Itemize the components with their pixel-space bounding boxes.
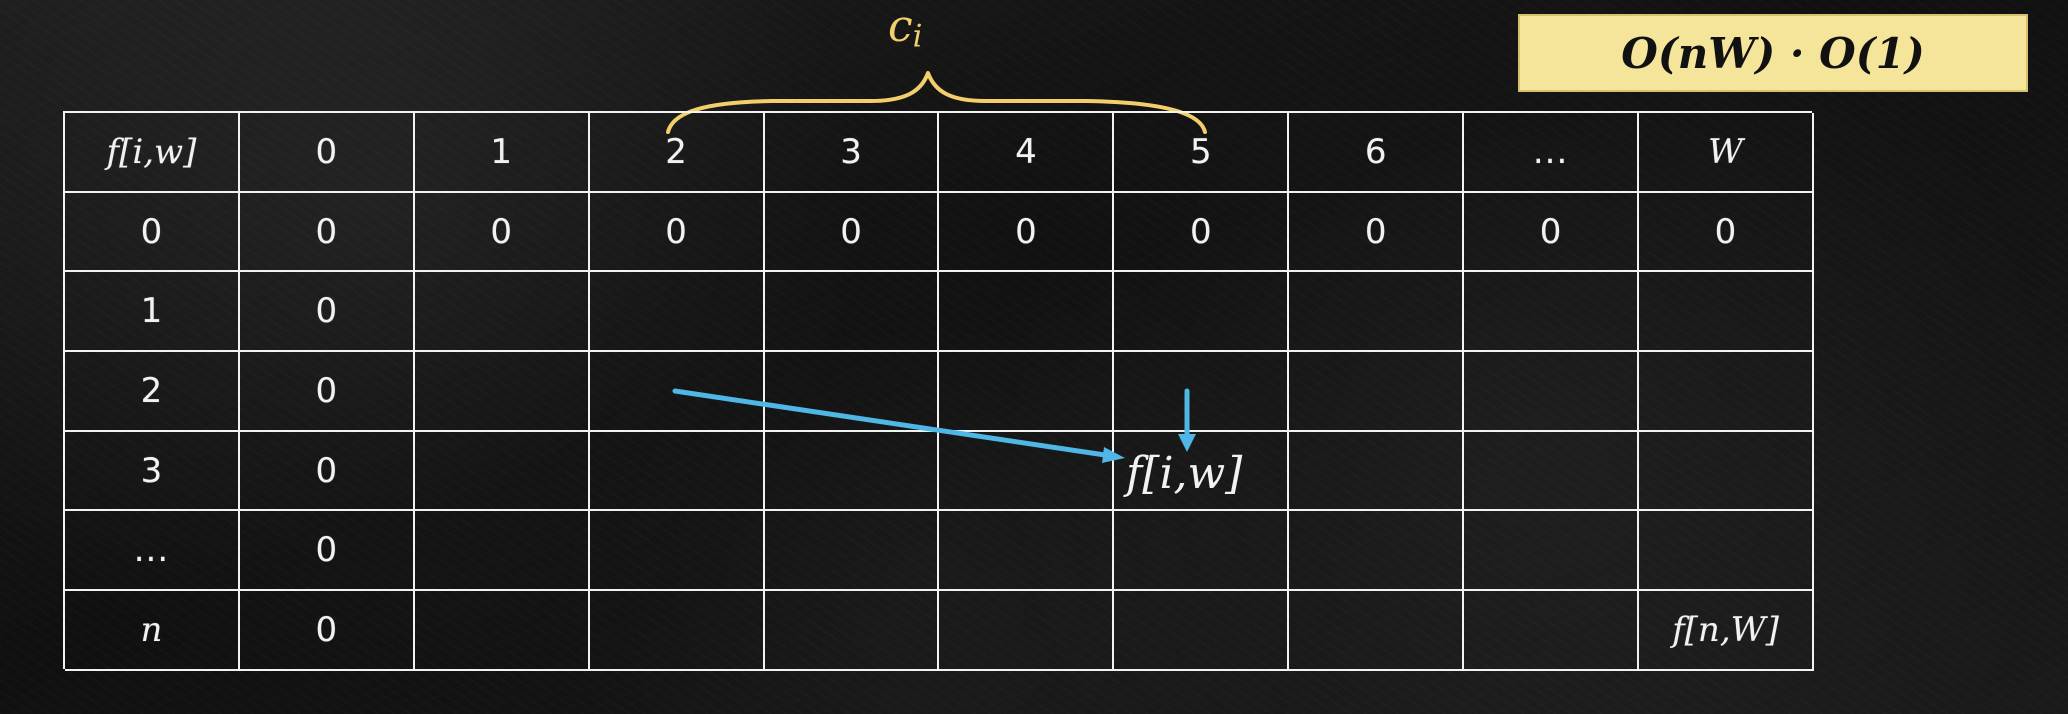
table-cell: 0: [239, 591, 415, 671]
table-header-5: 5: [1114, 113, 1290, 193]
brace-label-sub: i: [912, 18, 923, 55]
table-row-label: 2: [65, 352, 240, 432]
table-cell: 0: [939, 192, 1115, 273]
table-cell: [1464, 591, 1640, 671]
table-cell: 0: [1639, 192, 1814, 273]
table-header-ellipsis: ...: [1464, 113, 1640, 193]
table-header-2: 2: [589, 113, 765, 193]
table-cell: [1464, 431, 1640, 512]
table-cell: [1639, 431, 1814, 512]
table-cell: [1464, 352, 1640, 432]
table-row-label: n: [65, 591, 240, 671]
table-cell: [939, 511, 1115, 592]
table-cell: [764, 352, 940, 432]
highlighted-cell-label: f[i,w]: [1126, 448, 1243, 499]
table-row-label: ...: [65, 511, 240, 592]
table-cell: [414, 431, 590, 512]
table-cell: [1464, 511, 1640, 592]
table-cell-final: f[n,W]: [1639, 591, 1814, 671]
table-cell: 0: [589, 192, 765, 273]
brace-label: ci: [888, 1, 923, 55]
table-cell: [589, 591, 765, 671]
table-cell: 0: [1114, 192, 1290, 273]
table-cell: [1289, 511, 1465, 592]
table-cell: 0: [239, 352, 415, 432]
table-header-w: W: [1639, 113, 1814, 193]
table-cell: 0: [239, 511, 415, 592]
table-cell: [589, 352, 765, 432]
table-cell: [1114, 591, 1290, 671]
table-cell: [414, 272, 590, 353]
table-cell: [589, 511, 765, 592]
table-cell: 0: [239, 431, 415, 512]
table-cell: 0: [239, 272, 415, 353]
table-cell: 0: [1289, 192, 1465, 273]
table-cell: [1114, 272, 1290, 353]
table-cell: [1639, 511, 1814, 592]
table-cell: [414, 352, 590, 432]
table-header-4: 4: [939, 113, 1115, 193]
table-cell: [939, 352, 1115, 432]
table-cell: 0: [764, 192, 940, 273]
complexity-formula: O(nW) · O(1): [1621, 28, 1925, 78]
table-cell: [1464, 272, 1640, 353]
table-cell: [939, 272, 1115, 353]
table-cell: [764, 591, 940, 671]
table-cell: [764, 272, 940, 353]
table-row-label: 0: [65, 192, 240, 273]
table-cell: [414, 591, 590, 671]
dp-table: f[i,w] 0 1 2 3 4 5 6 ... W 0 0 0 0 0 0 0…: [63, 111, 1814, 671]
table-cell: [589, 431, 765, 512]
table-cell: [1289, 591, 1465, 671]
table-header-1: 1: [414, 113, 590, 193]
table-cell: [1289, 272, 1465, 353]
complexity-box: O(nW) · O(1): [1518, 14, 2028, 92]
table-cell: [589, 272, 765, 353]
table-header-row-label: f[i,w]: [65, 113, 240, 193]
table-cell: [1639, 272, 1814, 353]
table-cell: [939, 431, 1115, 512]
table-cell: [1114, 352, 1290, 432]
table-cell: [1114, 511, 1290, 592]
table-cell: [1114, 431, 1290, 512]
table-header-0: 0: [239, 113, 415, 193]
table-row-label: 1: [65, 272, 240, 353]
table-cell: [1289, 431, 1465, 512]
brace-label-base: c: [888, 1, 913, 52]
table-cell: [1639, 352, 1814, 432]
table-cell: [414, 511, 590, 592]
table-cell: [1289, 352, 1465, 432]
table-cell: [764, 431, 940, 512]
table-cell: [764, 511, 940, 592]
table-cell: 0: [1464, 192, 1640, 273]
table-row-label: 3: [65, 431, 240, 512]
table-cell: 0: [239, 192, 415, 273]
table-header-6: 6: [1289, 113, 1465, 193]
table-cell: [939, 591, 1115, 671]
table-cell: 0: [414, 192, 590, 273]
table-header-3: 3: [764, 113, 940, 193]
